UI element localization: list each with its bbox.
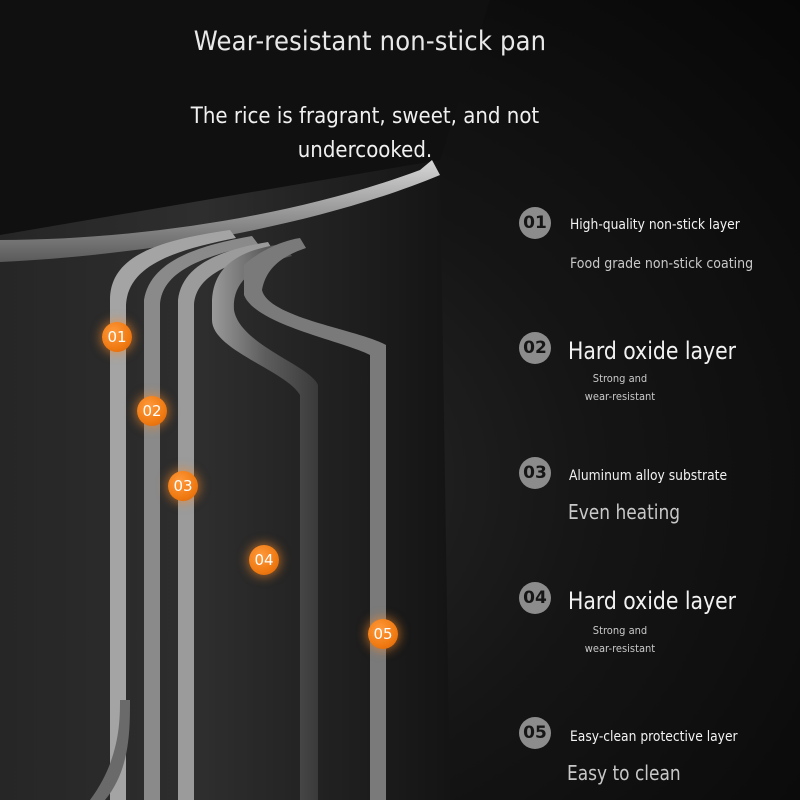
layer-description-line: wear-resistant xyxy=(584,390,656,403)
layer-number-badge: 02 xyxy=(519,332,551,364)
layer-title: Easy-clean protective layer xyxy=(570,729,738,745)
subline: The rice is fragrant, sweet, and not und… xyxy=(190,104,540,163)
layer-description: Strong and wear-resistant xyxy=(566,622,674,658)
layer-title: Hard oxide layer xyxy=(568,587,737,615)
pot-interior xyxy=(0,0,490,235)
marker-01: 01 xyxy=(102,322,132,352)
layer-number-badge: 03 xyxy=(519,457,551,489)
layer-strip-5 xyxy=(244,238,386,800)
pot-rim xyxy=(0,160,440,262)
marker-05: 05 xyxy=(368,619,398,649)
marker-04: 04 xyxy=(249,545,279,575)
layer-strip-3 xyxy=(178,242,274,800)
layer-bottom-curve xyxy=(90,700,130,800)
layer-description-line: wear-resistant xyxy=(584,642,656,655)
marker-02: 02 xyxy=(137,396,167,426)
layer-number-badge: 05 xyxy=(519,717,551,749)
layer-number-badge: 04 xyxy=(519,582,551,614)
headline: Wear-resistant non-stick pan xyxy=(193,26,547,57)
layer-title: High-quality non-stick layer xyxy=(570,217,740,233)
layer-description-line: Strong and xyxy=(592,372,648,385)
layer-strip-4 xyxy=(212,244,318,800)
layer-description: Strong and wear-resistant xyxy=(566,370,674,406)
layer-number-badge: 01 xyxy=(519,207,551,239)
layer-title: Hard oxide layer xyxy=(568,337,737,365)
marker-03: 03 xyxy=(168,471,198,501)
layer-description: Easy to clean xyxy=(567,761,681,785)
layer-description: Even heating xyxy=(568,500,681,524)
layer-description-line: Strong and xyxy=(592,624,648,637)
layer-title: Aluminum alloy substrate xyxy=(569,468,728,484)
layer-description: Food grade non-stick coating xyxy=(570,256,754,272)
layer-strip-2 xyxy=(144,236,258,800)
